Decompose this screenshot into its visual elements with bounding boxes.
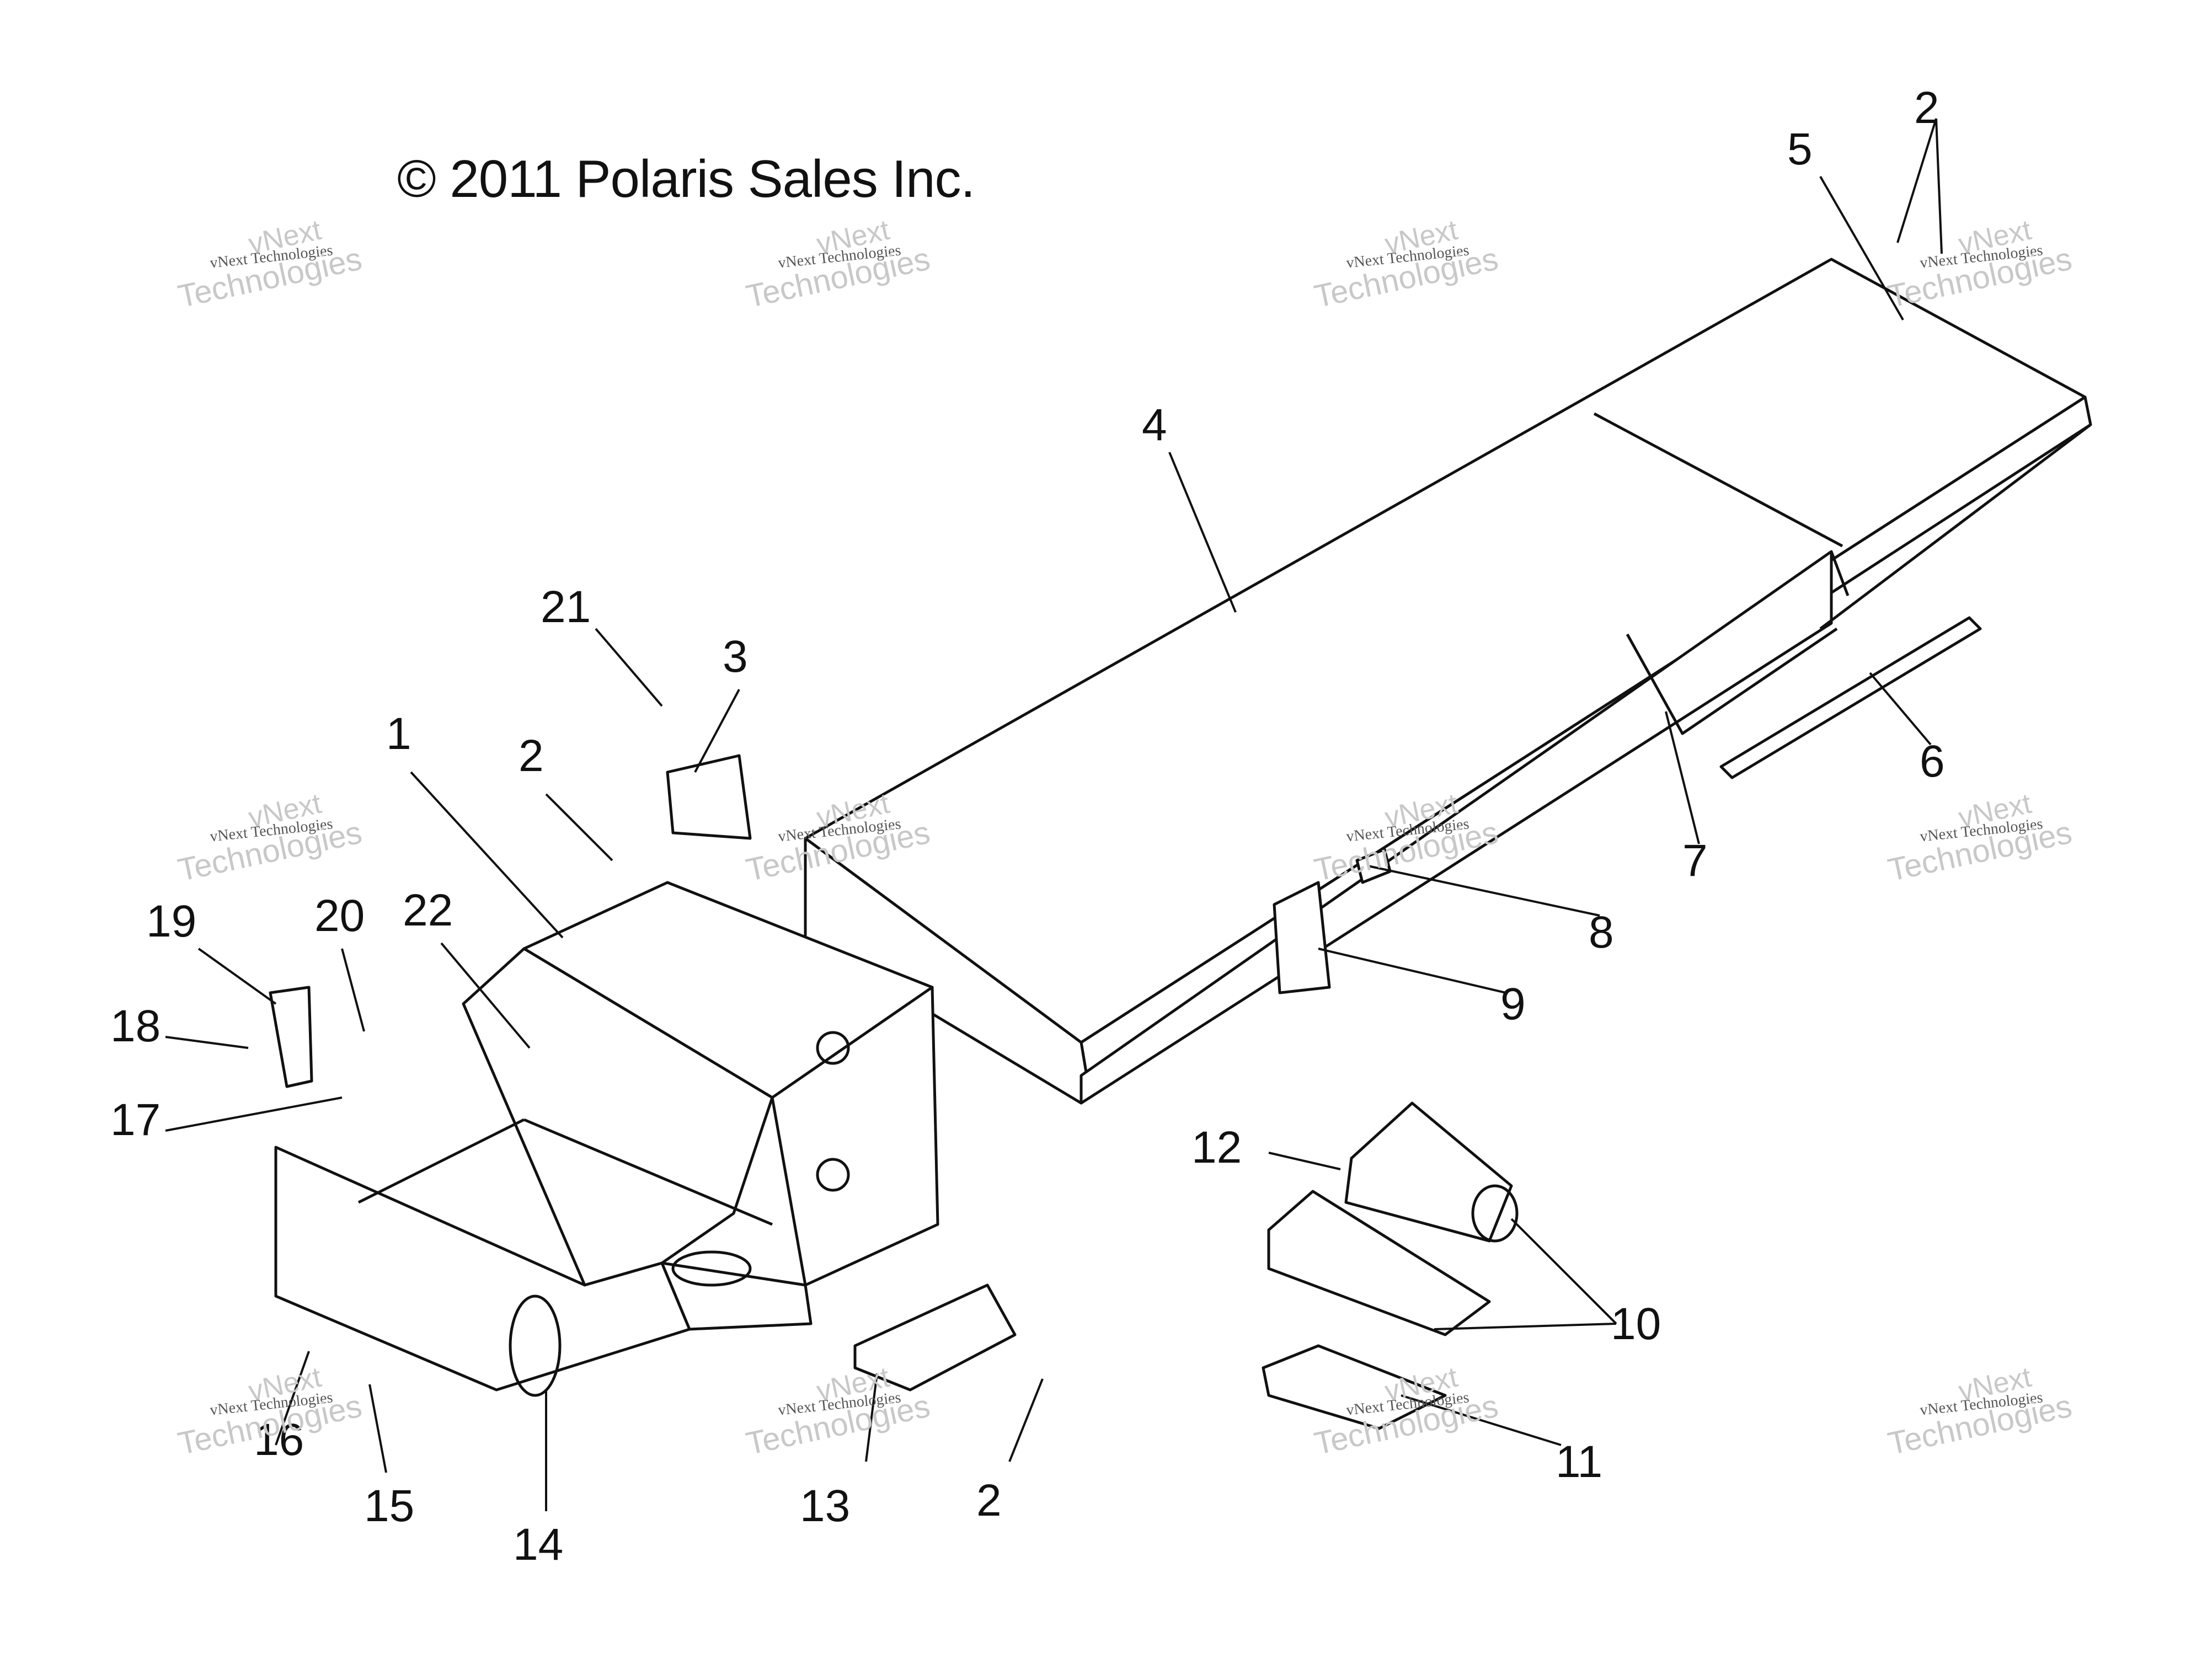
bulkhead-assembly <box>274 881 939 1397</box>
callout-10: 10 <box>1611 1299 1661 1349</box>
copyright-notice: © 2011 Polaris Sales Inc. <box>397 149 975 208</box>
callout-12: 12 <box>1191 1122 1242 1173</box>
callout-18: 18 <box>110 1001 161 1051</box>
bracket-3 <box>666 754 752 840</box>
callout-22: 22 <box>403 885 453 935</box>
callout-13: 13 <box>800 1481 851 1531</box>
bracket-11 <box>1262 1344 1447 1430</box>
callout-14: 14 <box>513 1520 564 1570</box>
bracket-13 <box>853 1283 1017 1392</box>
callout-8: 8 <box>1589 907 1614 957</box>
callout-16: 16 <box>254 1415 304 1465</box>
callout-19: 19 <box>146 896 197 946</box>
tunnel-assembly <box>804 258 2092 1105</box>
callout-4: 4 <box>1142 400 1167 450</box>
callout-21: 21 <box>541 582 591 632</box>
callout-2: 2 <box>519 731 544 781</box>
callout-17: 17 <box>110 1095 161 1145</box>
callout-11: 11 <box>1556 1437 1603 1487</box>
callout-3: 3 <box>723 632 748 682</box>
callout-6: 6 <box>1920 736 1945 787</box>
bracket-19 <box>269 986 313 1088</box>
callout-5: 5 <box>1787 124 1813 174</box>
callout-2-top: 2 <box>1914 83 1939 133</box>
rail-6 <box>1719 616 1982 779</box>
heat-exchanger-10 <box>1267 1101 1519 1336</box>
callout-20: 20 <box>314 891 365 941</box>
callout-9: 9 <box>1500 979 1526 1029</box>
plate-9 <box>1273 881 1331 994</box>
leader-lines <box>165 118 1943 1511</box>
callout-2-bottom: 2 <box>976 1475 1002 1526</box>
callout-7: 7 <box>1682 836 1708 886</box>
callout-15: 15 <box>364 1481 415 1531</box>
callout-1: 1 <box>386 709 412 759</box>
